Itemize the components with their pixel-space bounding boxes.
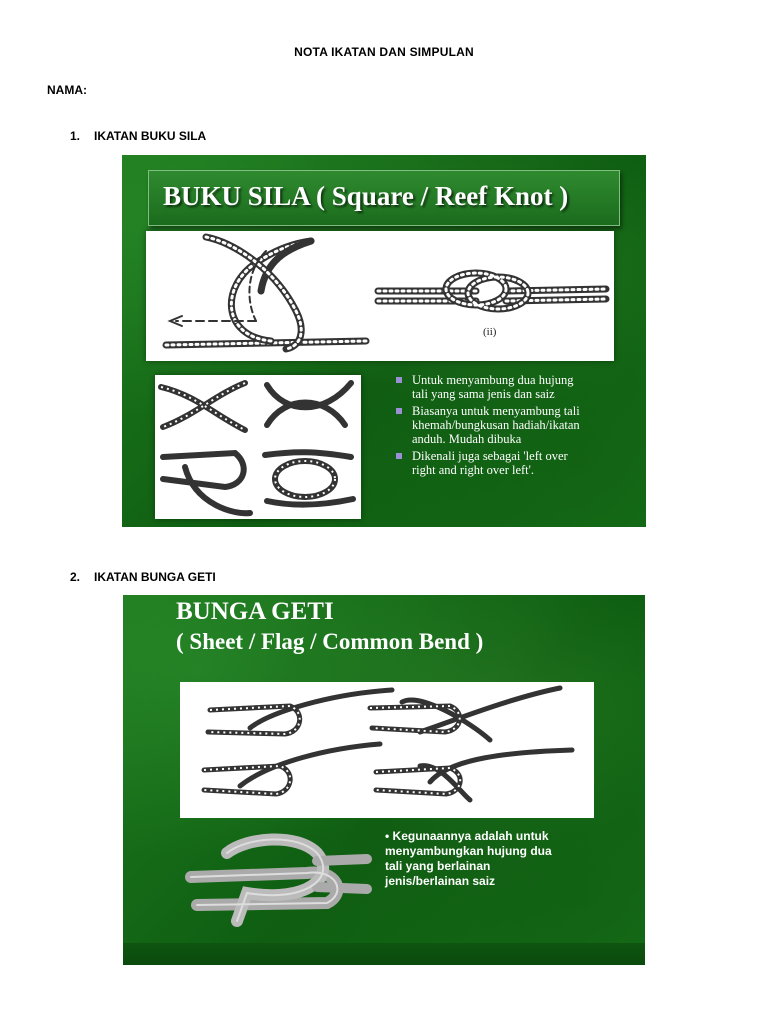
section-number: 2. [70,570,81,584]
reef-knot-illustration [162,233,610,353]
knot-diagram-panel [180,682,594,818]
reef-knot-steps-illustration [158,380,356,517]
bullet-line: Biasanya untuk menyambung tali [412,404,580,418]
bullet-line: anduh. Mudah dibuka [412,432,522,446]
sheet-bend-knot-illustration [185,833,372,927]
square-bullet-icon [396,408,402,414]
slide-title-bar: BUKU SILA ( Square / Reef Knot ) [148,170,620,226]
square-bullet-icon [396,377,402,383]
bullet-line: jenis/berlainan saiz [385,874,496,888]
slide-title: BUKU SILA ( Square / Reef Knot ) [163,181,569,211]
bullet-line: Dikenali juga sebagai 'left over [412,449,568,463]
bullet-line: tali yang sama jenis dan saiz [412,387,555,401]
bullet-line: tali yang berlainan [385,859,491,873]
section-number: 1. [70,129,81,143]
slide-title: BUNGA GETI [176,598,334,625]
knot-diagram-panel: (ii) [146,231,614,361]
slide-bunga-geti: BUNGA GETI ( Sheet / Flag / Common Bend … [123,595,645,965]
slide-bullet-text: • Kegunaannya adalah untuk menyambungkan… [385,829,625,889]
bullet-line: menyambungkan hujung dua [385,844,552,858]
slide-bottom-band [123,943,645,965]
section-heading-bunga-geti: 2. IKATAN BUNGA GETI [70,570,216,584]
figure-label: (ii) [483,326,497,338]
slide-buku-sila: BUKU SILA ( Square / Reef Knot ) [122,155,646,527]
section-heading-buku-sila: 1. IKATAN BUKU SILA [70,129,206,143]
name-label: NAMA: [47,83,87,97]
bullet-line: Untuk menyambung dua hujung [412,373,574,387]
section-title: IKATAN BUKU SILA [94,129,207,143]
bullet-line: khemah/bungkusan hadiah/ikatan [412,418,580,432]
square-bullet-icon [396,453,402,459]
document-title: NOTA IKATAN DAN SIMPULAN [294,45,474,59]
bullet-line: right and right over left'. [412,463,535,477]
section-title: IKATAN BUNGA GETI [94,570,216,584]
knot-steps-panel [155,375,361,519]
bullet-line: • Kegunaannya adalah untuk [385,829,549,843]
slide-subtitle: ( Sheet / Flag / Common Bend ) [176,629,484,654]
sheet-bend-steps-illustration [201,685,575,803]
